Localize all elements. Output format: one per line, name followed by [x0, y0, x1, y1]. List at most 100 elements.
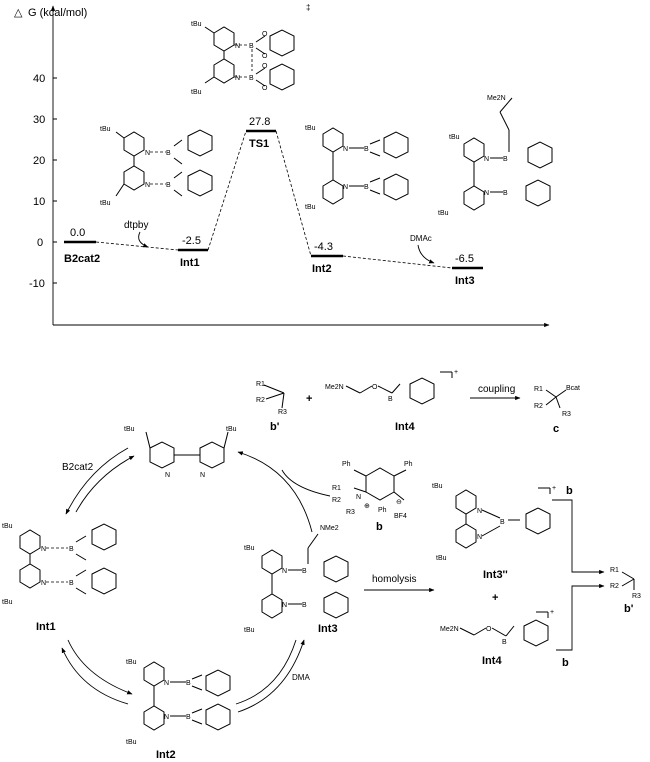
y-tick-label: -10: [29, 278, 45, 290]
product-c: R1 R2 Bcat R3 c: [534, 385, 580, 435]
value-b2cat2: 0.0: [70, 227, 85, 239]
n-atom: N: [477, 534, 482, 541]
dma-arrow: [237, 639, 305, 713]
dma-label: DMA: [292, 673, 310, 682]
tbu-label: tBu: [2, 599, 13, 606]
int3-mech-label: Int3: [318, 623, 338, 635]
r1-label: R1: [256, 381, 265, 388]
name-b2cat2: B2cat2: [64, 253, 100, 265]
o-atom: O: [262, 31, 268, 38]
n-atom: N: [477, 508, 482, 515]
int2-structure: tBu tBu N N B B: [305, 125, 409, 211]
homolysis-label: homolysis: [372, 574, 416, 585]
tbu-label: tBu: [100, 200, 111, 207]
n-atom: N: [484, 190, 489, 197]
r3-label: R3: [562, 411, 571, 418]
tbu-label: tBu: [438, 210, 449, 217]
bcat-label: Bcat: [566, 385, 580, 392]
b-atom: B: [364, 184, 369, 191]
r1-label: R1: [534, 386, 543, 393]
value-int2: -4.3: [314, 241, 333, 253]
b-atom: B: [69, 580, 74, 587]
int1-structure: tBu tBu N N B B: [100, 126, 213, 207]
y-axis-label: G (kcal/mol): [28, 7, 87, 19]
tbu-label: tBu: [305, 125, 316, 132]
r3-label: R3: [346, 509, 355, 516]
converge-arrow-bottom: [556, 583, 605, 651]
tbu-label: tBu: [432, 483, 443, 490]
radical-b-prime-top: R1 R2 R3 b': [256, 381, 287, 433]
ph-label: Ph: [342, 461, 351, 468]
ph-label: Ph: [378, 507, 387, 514]
int3pp-structure: + tBu tBu N N B Int3'': [432, 483, 556, 581]
connector: [207, 130, 247, 251]
n-atom: N: [200, 472, 205, 479]
b-atom: B: [69, 546, 74, 553]
y-tick-label: 30: [33, 114, 45, 126]
int3-structure: Me2N tBu tBu N N B B: [438, 95, 553, 217]
me2n-label: Me2N: [325, 384, 344, 391]
r3-label: R3: [278, 409, 287, 416]
connector: [275, 130, 312, 257]
b-atom: B: [166, 150, 171, 157]
tbu-label: tBu: [126, 659, 137, 666]
r1-label: R1: [610, 567, 619, 574]
mechanism-scheme: tBu tBu N N R1 R2 R3 b' + Me2N O B: [2, 369, 641, 761]
arrow-b-label: b: [566, 485, 573, 497]
n-atom: N: [164, 680, 169, 687]
name-int2: Int2: [312, 263, 332, 275]
b-atom: B: [502, 639, 507, 646]
me2n-label: Me2N: [487, 95, 506, 102]
b-label: b: [376, 521, 383, 533]
tbu-label: tBu: [436, 555, 447, 562]
dtbpy-ligand: tBu tBu N N: [124, 426, 237, 479]
n-atom: N: [235, 43, 240, 50]
y-tick-label: 10: [33, 196, 45, 208]
delta-symbol: △: [14, 7, 23, 19]
value-int1: -2.5: [182, 235, 201, 247]
dma-arrow-back: [235, 639, 297, 705]
tbu-label: tBu: [124, 426, 135, 433]
int2-int1-arrow: [61, 647, 129, 705]
r2-label: R2: [610, 583, 619, 590]
radical-cation: +: [454, 369, 458, 376]
b-atom: B: [364, 146, 369, 153]
b2cat2-arrow-up: [75, 455, 135, 513]
b-atom: B: [500, 519, 505, 526]
pyridinium-arrow: [281, 469, 331, 497]
plus-sign: +: [306, 393, 312, 405]
n-atom: N: [343, 184, 348, 191]
tbu-label: tBu: [191, 89, 202, 96]
tbu-label: tBu: [244, 627, 255, 634]
y-tick-label: 20: [33, 155, 45, 167]
b2cat2-label: B2cat2: [62, 462, 94, 473]
b-atom: B: [302, 568, 307, 575]
b2cat2-arrow-down: [65, 447, 129, 515]
cation-sign: ⊕: [364, 503, 370, 510]
int1-mech-label: Int1: [36, 621, 56, 633]
b-prime-label: b': [270, 421, 280, 433]
radical-b-prime-right: R1 R2 R3 b': [610, 567, 641, 615]
o-atom: O: [262, 53, 268, 60]
ligand-release-arrow: [237, 451, 313, 533]
label-dmac: DMAc: [410, 234, 432, 243]
r2-label: R2: [332, 497, 341, 504]
tbu-label: tBu: [126, 739, 137, 746]
ts1-structure: tBu tBu N N B B O O O O: [191, 21, 295, 96]
b-atom: B: [302, 602, 307, 609]
value-ts1: 27.8: [249, 116, 270, 128]
dtpby-arrow: [138, 231, 149, 248]
name-int3: Int3: [455, 275, 475, 287]
bf4-label: BF4: [394, 513, 407, 520]
radical-cation: +: [552, 485, 556, 492]
int2-mech-label: Int2: [156, 749, 176, 761]
y-tick-label: 0: [37, 237, 43, 249]
connector: [342, 255, 453, 269]
tbu-label: tBu: [305, 204, 316, 211]
o-atom: O: [262, 63, 268, 70]
int4-top-structure: Me2N O B + Int4: [325, 369, 458, 433]
n-atom: N: [356, 494, 361, 501]
tbu-label: tBu: [100, 126, 111, 133]
int1-mech-structure: tBu tBu N N B B Int1: [2, 523, 117, 633]
